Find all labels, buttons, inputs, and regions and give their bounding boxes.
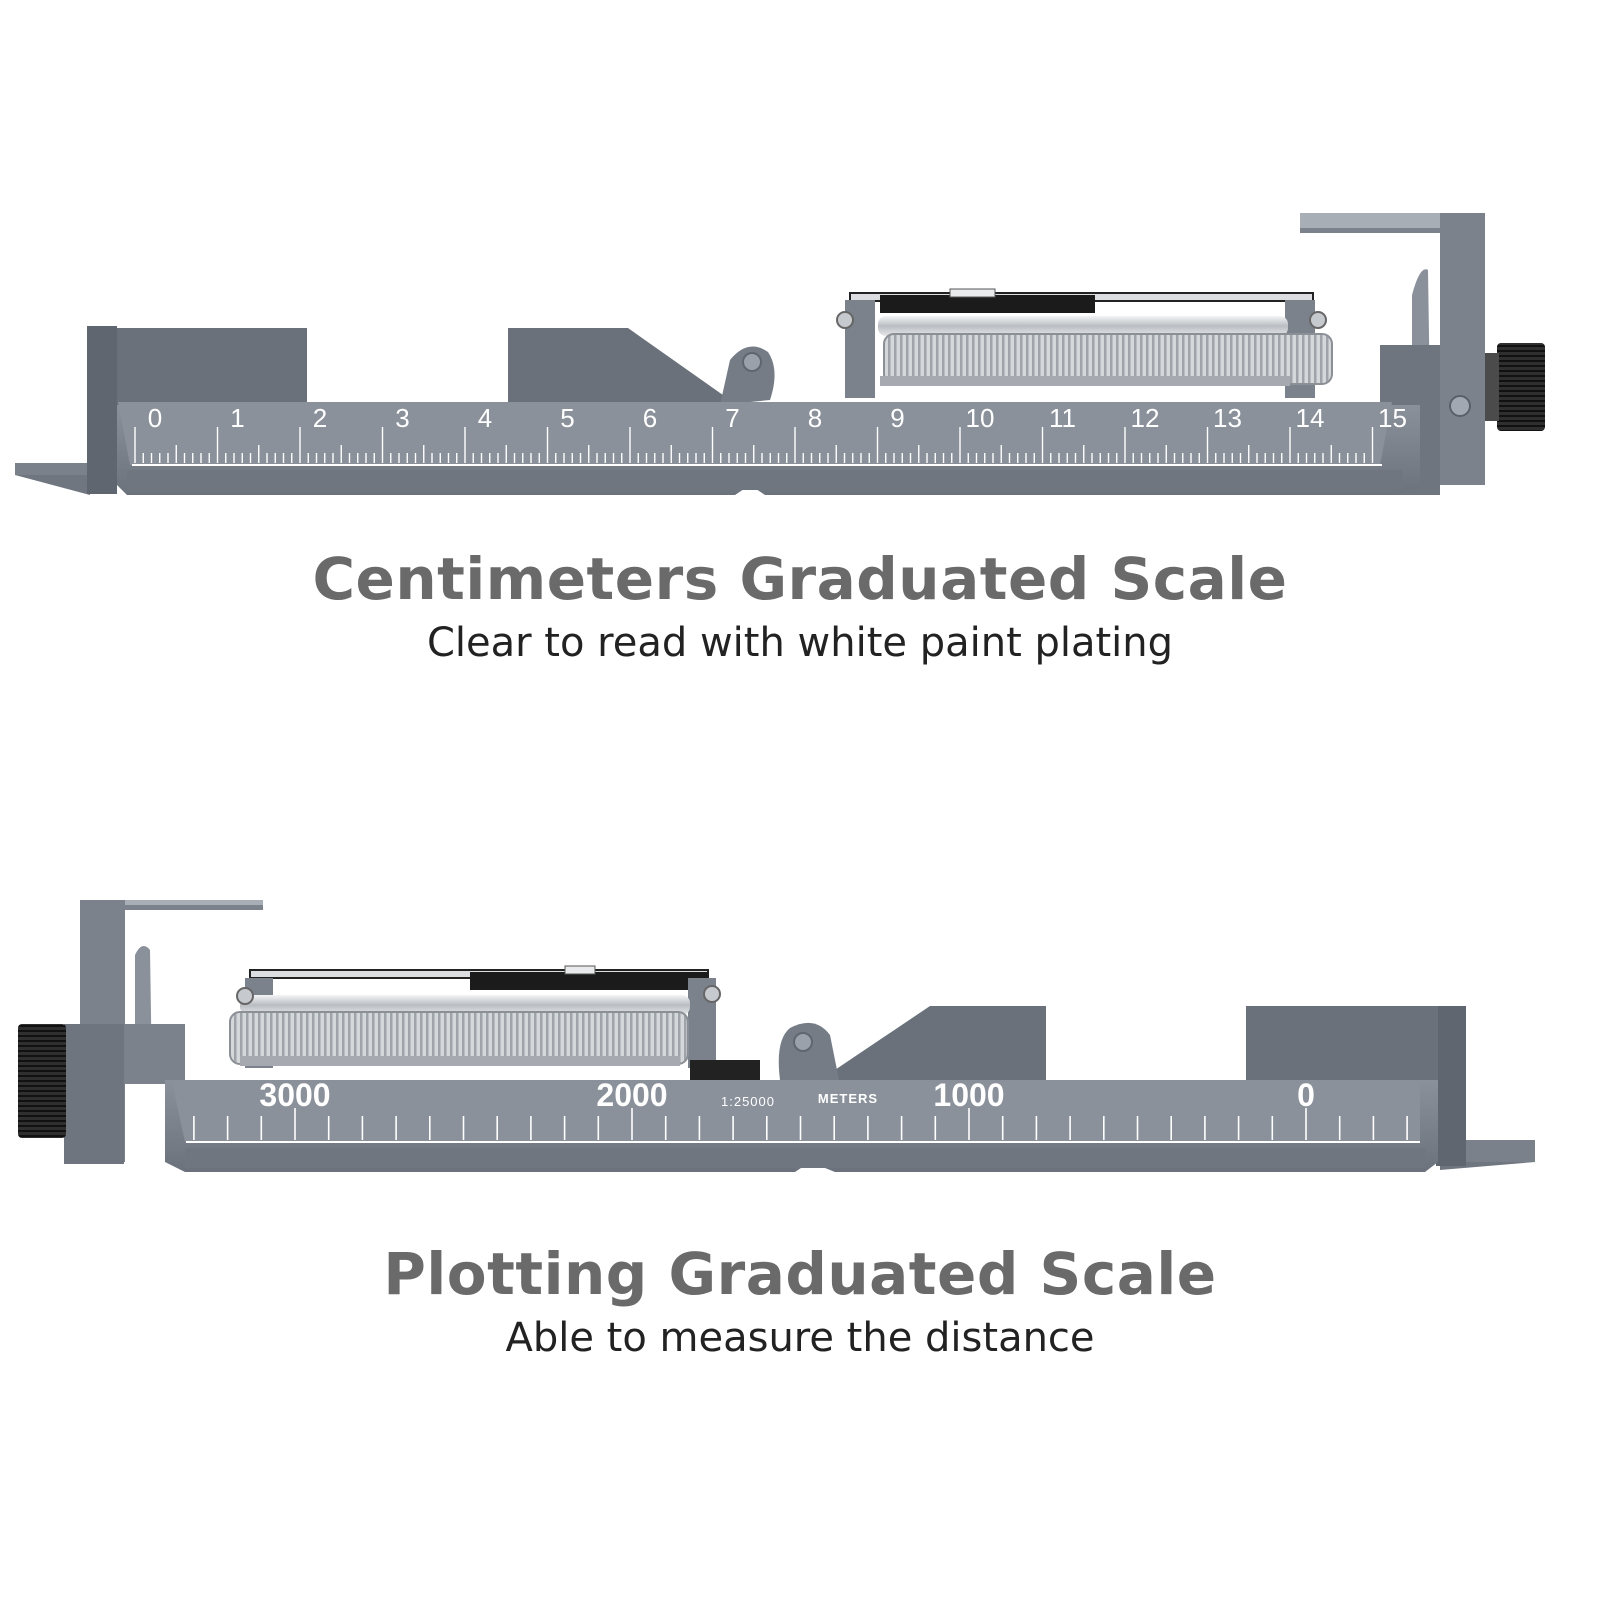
cm-label: 0 bbox=[148, 403, 162, 433]
scale-ratio-label: 1:25000 bbox=[721, 1094, 775, 1109]
plot-tick-marks bbox=[193, 1108, 1408, 1140]
plot-label: 2000 bbox=[596, 1077, 667, 1113]
centimeter-scale-title: Centimeters Graduated Scale bbox=[312, 545, 1288, 613]
cm-label: 3 bbox=[395, 403, 409, 433]
scale-bottom-edge bbox=[127, 470, 1402, 490]
back-block-left bbox=[117, 328, 307, 408]
back-block-right bbox=[1246, 1006, 1438, 1088]
cm-label: 13 bbox=[1213, 403, 1242, 433]
sight-mirror-icon bbox=[64, 900, 263, 1164]
cm-label: 6 bbox=[643, 403, 657, 433]
cm-label: 11 bbox=[1049, 403, 1076, 433]
plot-tick-labels: 3000 2000 1000 0 bbox=[259, 1077, 1314, 1113]
screw-icon bbox=[836, 311, 1327, 329]
plotting-scale-title: Plotting Graduated Scale bbox=[383, 1240, 1217, 1308]
compass-bezel-icon bbox=[229, 965, 760, 1082]
back-block-ramp bbox=[508, 328, 730, 408]
cm-label: 8 bbox=[808, 403, 822, 433]
cm-label: 5 bbox=[560, 403, 574, 433]
centimeter-scale-subtitle: Clear to read with white paint plating bbox=[426, 620, 1174, 666]
cm-label: 2 bbox=[313, 403, 327, 433]
left-end-block bbox=[87, 326, 117, 494]
plot-label: 3000 bbox=[259, 1077, 330, 1113]
cm-label: 4 bbox=[478, 403, 492, 433]
knurled-knob-icon bbox=[1485, 343, 1545, 431]
screw-icon bbox=[236, 985, 721, 1005]
back-block-ramp bbox=[820, 1006, 1046, 1088]
scale-unit-label: METERS bbox=[818, 1091, 878, 1106]
cm-label: 9 bbox=[890, 403, 904, 433]
cm-label: 14 bbox=[1296, 403, 1325, 433]
compass-bezel-icon bbox=[845, 288, 1333, 398]
hinge-icon bbox=[720, 346, 775, 405]
cm-label: 7 bbox=[725, 403, 739, 433]
hinge-icon bbox=[778, 1022, 840, 1085]
plotting-scale-illustration: 3000 2000 1000 0 1:25000 METERS bbox=[18, 900, 1535, 1172]
scale-face bbox=[118, 402, 1392, 465]
cm-label: 1 bbox=[230, 403, 244, 433]
cm-tick-marks bbox=[134, 427, 1374, 463]
plotting-scale-subtitle: Able to measure the distance bbox=[505, 1315, 1095, 1361]
scale-bottom-edge bbox=[185, 1148, 1425, 1168]
plot-label: 1000 bbox=[933, 1077, 1004, 1113]
plot-label: 0 bbox=[1297, 1077, 1315, 1113]
cm-label: 12 bbox=[1131, 403, 1160, 433]
scale-face bbox=[172, 1082, 1420, 1142]
cm-label: 10 bbox=[966, 403, 995, 433]
right-end-block bbox=[1436, 1006, 1466, 1166]
knurled-knob-icon bbox=[18, 1024, 66, 1138]
cm-label: 15 bbox=[1378, 403, 1407, 433]
plotting-scale-panel: 3000 2000 1000 0 1:25000 METERS Plotting Gr… bbox=[0, 900, 1600, 1361]
